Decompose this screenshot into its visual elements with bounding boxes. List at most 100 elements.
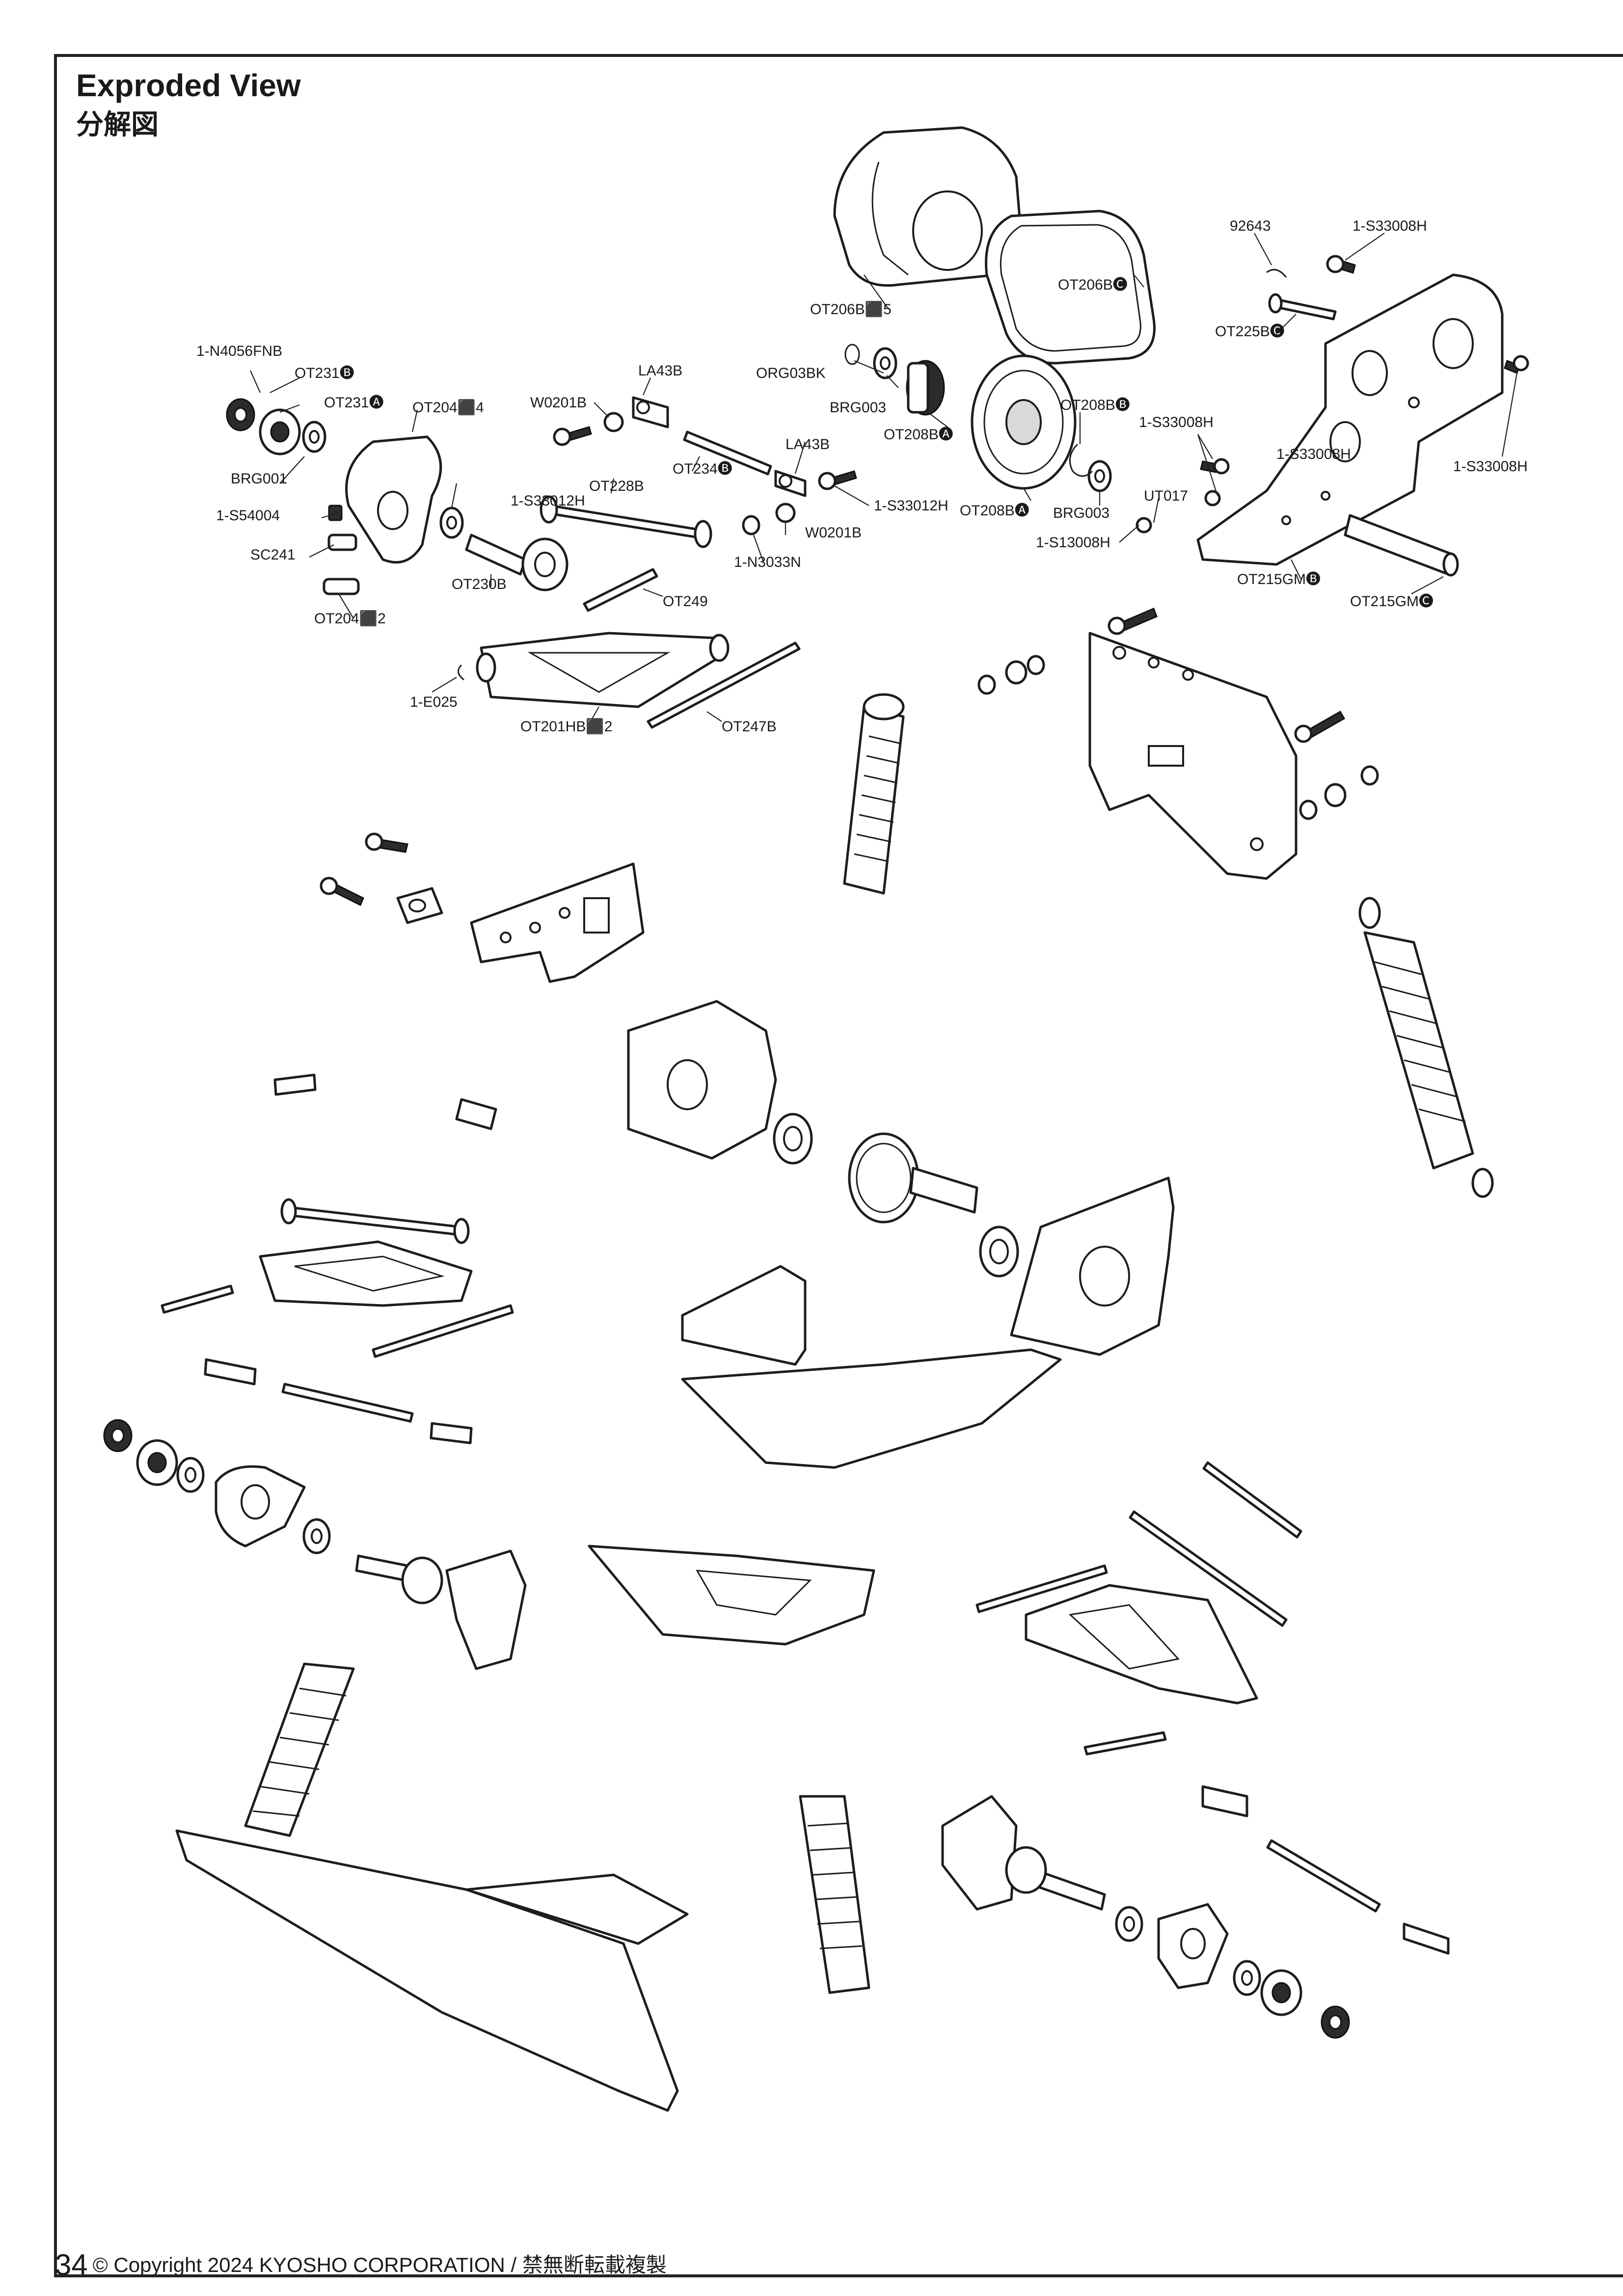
- nut-part: [977, 655, 1379, 820]
- callout-label: BRG003: [1053, 505, 1109, 521]
- callout-label: 1-S33012H: [511, 493, 585, 509]
- callout-label: 1-S13008H: [1036, 534, 1110, 551]
- bulkhead-brace-part: [681, 1265, 807, 1366]
- callout-label: OT215GM🅒: [1350, 593, 1434, 610]
- screw-part: [1108, 608, 1346, 743]
- callout-label: OT247B: [722, 719, 777, 735]
- callout-label: BRG001: [231, 471, 287, 487]
- callout-label: 1-S33008H: [1352, 218, 1427, 234]
- rod-end-part: [774, 470, 807, 497]
- drive-shaft-part: [280, 1198, 470, 1244]
- rod-end-part: [1201, 1785, 1450, 1955]
- nut-part: [103, 1419, 133, 1452]
- bearing-part: [773, 1113, 1019, 1278]
- gear-box-part: [1010, 1176, 1175, 1356]
- copyright-text: © Copyright 2024 KYOSHO CORPORATION / 禁無…: [92, 2253, 667, 2276]
- callout-label: OT231🅑: [295, 365, 354, 381]
- hex-adapter-part: [259, 408, 301, 455]
- callout-label: LA43B: [638, 363, 682, 379]
- nut-part: [226, 398, 255, 431]
- gear-box-part: [627, 1000, 777, 1160]
- screw-part: [1504, 355, 1529, 374]
- axle-part: [1005, 1846, 1106, 1911]
- skid-plate-part: [588, 1545, 875, 1646]
- shock-absorber-part: [843, 693, 905, 895]
- hub-carrier-part: [445, 1549, 527, 1670]
- motor-plate-post-part: [1344, 514, 1459, 577]
- shock-absorber-part: [1358, 897, 1494, 1198]
- callout-label: W0201B: [530, 395, 587, 411]
- callout-label: 1-N4056FNB: [196, 343, 282, 359]
- screw-part: [553, 426, 857, 490]
- nut-part: [742, 515, 760, 535]
- callout-label: W0201B: [805, 525, 862, 541]
- shock-tower-front-part: [470, 862, 645, 983]
- suspension-arm-part: [259, 1240, 473, 1307]
- clip-part: [1266, 268, 1287, 278]
- callout-label: OT231🅐: [324, 395, 384, 411]
- bearing-part: [1087, 460, 1112, 492]
- page-frame: [54, 54, 1623, 2277]
- copyright-footer: 34© Copyright 2024 KYOSHO CORPORATION / …: [55, 2250, 667, 2280]
- callout-label: OT206B⬛5: [810, 300, 892, 318]
- callout-label: 1-S54004: [216, 507, 280, 524]
- callout-label: 1-N3033N: [734, 554, 801, 570]
- screw-part: [1200, 458, 1230, 475]
- callout-label: OT234🅑: [673, 461, 732, 477]
- callout-label: LA43B: [785, 436, 830, 453]
- callout-label: BRG003: [830, 400, 886, 416]
- pin-part: [583, 568, 658, 612]
- bearing-part: [873, 347, 897, 379]
- callout-label: OT208B🅑: [1060, 397, 1130, 413]
- shock-absorber-part: [799, 1795, 870, 1994]
- callout-label: 1-S33012H: [874, 498, 948, 514]
- gear-cover-part: [833, 126, 1023, 287]
- hub-carrier-part: [941, 1795, 1018, 1911]
- callout-label: UT017: [1144, 488, 1188, 504]
- callout-label: 1-S33008H: [1453, 458, 1528, 475]
- ball-part: [603, 412, 796, 523]
- bearing-part: [176, 1457, 331, 1554]
- callout-label: 1-S33008H: [1139, 414, 1214, 430]
- turnbuckle-part: [683, 430, 772, 476]
- motor-plate-part: [1196, 273, 1504, 566]
- e-clip-part: [458, 664, 464, 681]
- page-title: Exproded View: [76, 68, 301, 103]
- axle-part: [355, 1554, 443, 1604]
- bearing-part: [1115, 1906, 1261, 1996]
- callout-label: OT208B🅐: [884, 427, 953, 443]
- hinge-pin-part: [647, 641, 801, 729]
- callout-label: OT206B🅒: [1058, 277, 1128, 293]
- callout-label: OT201HB⬛2: [520, 718, 612, 735]
- knuckle-part: [215, 1465, 306, 1548]
- front-bumper-part: [175, 1829, 689, 2112]
- callout-label: OT215GM🅑: [1237, 571, 1321, 587]
- bearing-part: [302, 421, 326, 453]
- differential-part: [848, 1132, 978, 1224]
- rear-arm-part: [1025, 1584, 1258, 1705]
- callout-label: OT249: [663, 593, 708, 610]
- callout-label: SC241: [250, 547, 296, 563]
- callout-label: OT225B🅒: [1215, 323, 1285, 340]
- chassis-plate-part: [681, 1348, 1062, 1469]
- pinion-gear-part: [906, 360, 945, 416]
- screw-part: [1136, 490, 1221, 534]
- turnbuckle-part: [1202, 1461, 1381, 1913]
- page-title-japanese: 分解図: [76, 109, 159, 140]
- pin-part: [1268, 293, 1337, 320]
- screw-part: [320, 832, 408, 907]
- hub-carrier-part: [345, 435, 442, 564]
- callout-label: OT204⬛2: [314, 610, 386, 627]
- rod-end-part: [396, 887, 443, 924]
- clip-part: [1069, 443, 1093, 477]
- callout-label: OT204⬛4: [412, 399, 484, 416]
- callout-leaders: [249, 233, 1518, 724]
- bearing-part: [439, 507, 464, 539]
- suspension-arm-part: [476, 632, 730, 708]
- gear-cover-gasket-part: [985, 210, 1156, 365]
- hinge-pin-part: [975, 1564, 1167, 1756]
- hex-adapter-part: [1260, 1969, 1302, 2016]
- hinge-pin-part: [161, 1284, 514, 1358]
- callout-label: 1-S33008H: [1276, 446, 1351, 462]
